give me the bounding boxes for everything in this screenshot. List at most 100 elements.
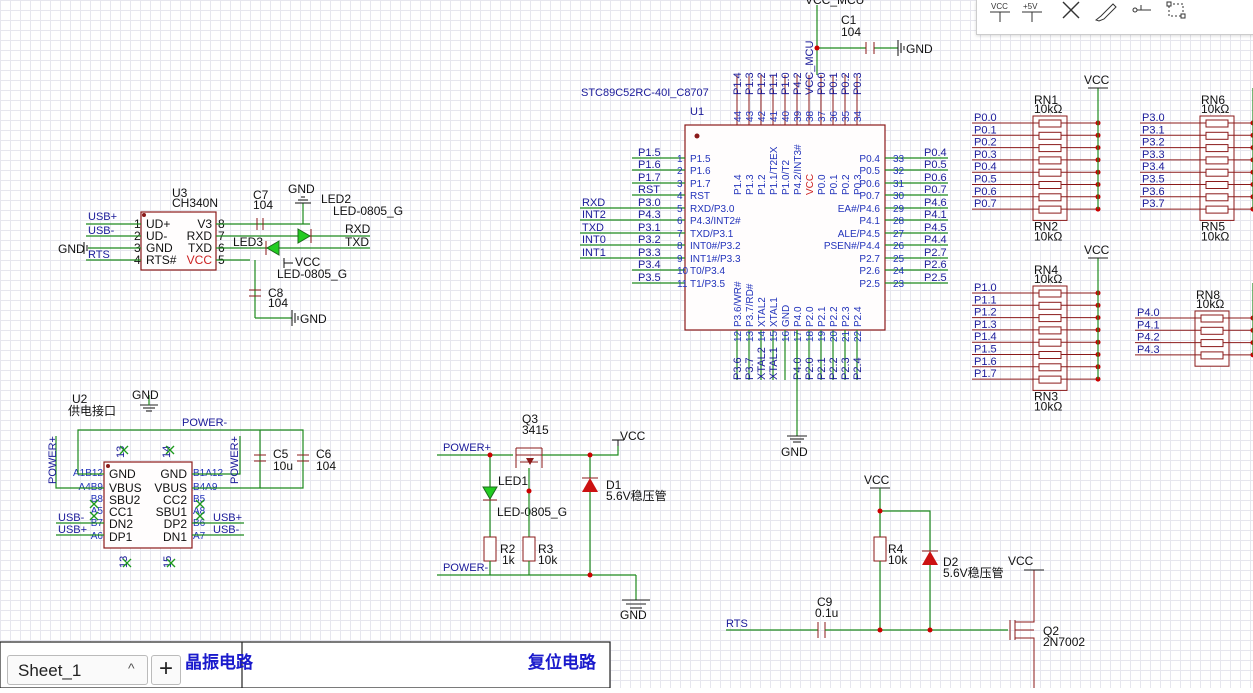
led3-ref: LED3 (233, 235, 263, 249)
led1-value: LED-0805_G (497, 505, 567, 519)
mcu-left-net: P3.5 (638, 272, 661, 284)
mcu-right-pin-number: 31 (893, 179, 905, 190)
rn-value: 10kΩ (1034, 102, 1062, 116)
mcu-left-net: P1.5 (638, 147, 661, 159)
mcu-top-net: P1.4 (732, 72, 744, 95)
chevron-up-icon[interactable]: ^ (128, 660, 135, 676)
power-vcc: VCC (620, 429, 646, 443)
led2[interactable]: LED2 LED-0805_G RXD TXD (298, 192, 403, 249)
mcu-right-net: P0.5 (924, 159, 947, 171)
usbc-left-pin-name: GND (109, 467, 136, 481)
vcc-tool-button[interactable]: VCC (985, 0, 1015, 30)
ch340-gnd-label: GND (58, 242, 85, 256)
mcu-right-pin-name: PSEN#/P4.4 (824, 241, 881, 252)
c8-cap[interactable]: C8 104 GND (249, 286, 327, 326)
usbc-net-power-plus-left: POWER+ (47, 436, 59, 484)
mcu-right-pin-name: P2.6 (859, 266, 880, 277)
power-gnd: GND (620, 608, 647, 622)
power-net-out: POWER- (443, 562, 489, 574)
mcu-right-pin-name: P4.1 (859, 216, 880, 227)
mcu-bottom-pin-name: P2.2 (829, 306, 840, 327)
power-switch-circuit[interactable]: POWER+ POWER- GND Q3 3415 VCC D1 5.6V稳压管 (437, 412, 667, 622)
mcu-bottom-net: P2.3 (840, 357, 852, 380)
x-icon[interactable] (1057, 0, 1087, 30)
mcu-bottom-net: P2.1 (816, 357, 828, 380)
c6-cap[interactable]: C6 104 (316, 447, 336, 473)
rn-net-label: P1.6 (974, 356, 997, 368)
mcu-left-net: P3.3 (638, 247, 661, 259)
rn-net-label: P0.1 (974, 124, 997, 136)
mcu-left-net: P1.7 (638, 172, 661, 184)
mcu-left-pin-number: 2 (677, 166, 683, 177)
mcu-left-pin-number: 3 (677, 179, 683, 190)
mcu-top-pin-name: P0.0 (817, 174, 828, 195)
mcu-bottom-net: XTAL1 (768, 347, 780, 380)
mcu-top-net: P0.0 (816, 72, 828, 95)
rn-net-label: P0.2 (974, 137, 997, 149)
c7-cap[interactable]: C7 104 GND (253, 182, 315, 224)
usbc-right-pin-name: GND (160, 467, 187, 481)
mcu-right-pin-number: 33 (893, 154, 905, 165)
rn-net-label: P4.3 (1137, 344, 1160, 356)
select-icon[interactable] (1163, 0, 1193, 30)
mcu-u1[interactable]: STC89C52RC-40I_C8707 U1 P1.444P1.4P1.343… (580, 41, 948, 459)
c1-decoupling[interactable]: VCC_MCU C1 104 GND (805, 0, 933, 75)
ch340-right-pin-name: VCC (187, 253, 213, 267)
rn-net-label: P3.3 (1142, 149, 1165, 161)
mcu-left-pin-name: P4.3/INT2# (690, 216, 741, 227)
mcu-left-far-net: INT0 (582, 234, 606, 246)
rn-net-label: P0.5 (974, 174, 997, 186)
mcu-left-pin-name: TXD/P3.1 (690, 229, 734, 240)
ch340-net-rts: RTS (88, 249, 110, 261)
mcu-top-pin-number: 35 (841, 110, 852, 122)
reset-vcc: VCC (864, 473, 890, 487)
vcc-tool-label: VCC (991, 2, 1008, 11)
mcu-bottom-pin-number: 12 (733, 330, 744, 342)
pin-icon[interactable] (1127, 0, 1157, 30)
q2-value: 2N7002 (1043, 635, 1085, 649)
mcu-right-pin-name: P0.5 (859, 166, 880, 177)
mcu-top-pin-name: P0.2 (841, 174, 852, 195)
mcu-left-pin-name: INT1#/P3.3 (690, 254, 741, 265)
r2-value: 1k (502, 553, 516, 567)
mcu-top-pin-number: 40 (781, 110, 792, 122)
mcu-left-net: P1.6 (638, 159, 661, 171)
mcu-part-name: STC89C52RC-40I_C8707 (581, 87, 709, 99)
add-sheet-button[interactable]: + (151, 655, 181, 685)
mcu-right-net: P2.7 (924, 247, 947, 259)
mcu-left-pin-number: 9 (677, 254, 683, 265)
mcu-top-net: P1.2 (756, 72, 768, 95)
rn-net-label: P1.5 (974, 344, 997, 356)
led3-vcc: VCC (295, 255, 321, 269)
mcu-top-pin-name: VCC (805, 174, 816, 195)
sheet-tab[interactable]: Sheet_1 ^ (7, 655, 148, 685)
reset-circuit[interactable]: VCC R4 10k D2 5.6V稳压管 RTS C9 0.1u VCC Q2… (726, 473, 1085, 688)
rn-net-label: P3.0 (1142, 112, 1165, 124)
mcu-right-net: P4.5 (924, 222, 947, 234)
probe-icon[interactable] (1091, 0, 1121, 30)
rn-value: 10kΩ (1034, 399, 1062, 413)
usbc-right-pin-name: DP2 (164, 517, 188, 531)
rn-net-label: P1.3 (974, 319, 997, 331)
mcu-right-pin-number: 32 (893, 166, 905, 177)
resistor-networks[interactable]: P0.0P0.1P0.2P0.3P0.4P0.5P0.6P0.7RN110kΩR… (972, 73, 1253, 413)
mcu-top-net: P1.0 (780, 72, 792, 95)
rn-net-label: P3.4 (1142, 161, 1165, 173)
c5-cap[interactable]: C5 10u (273, 447, 293, 473)
rn-value: 10kΩ (1196, 297, 1224, 311)
mcu-top-pin-number: 42 (757, 110, 768, 122)
rn-net-label: P4.2 (1137, 332, 1160, 344)
p5v-tool-button[interactable]: +5V (1017, 0, 1047, 30)
mcu-bottom-pin-name: GND (781, 305, 792, 327)
q2-vcc: VCC (1008, 554, 1034, 568)
led3[interactable]: LED3 LED-0805_G VCC (233, 235, 347, 281)
c8-gnd: GND (300, 312, 327, 326)
mcu-left-pin-number: 10 (677, 266, 689, 277)
mcu-left-net: P3.1 (638, 222, 661, 234)
mcu-left-pin-number: 7 (677, 229, 683, 240)
mcu-bottom-pin-number: 20 (829, 330, 840, 342)
mcu-bottom-pin-number: 21 (841, 330, 852, 342)
